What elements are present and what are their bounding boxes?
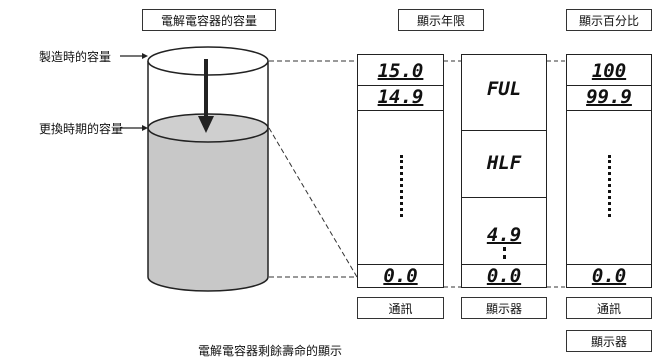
comm-percent-bottom: 0.0 — [591, 265, 627, 287]
display-full: FUL — [486, 78, 522, 100]
replacement-label: 更換時期的容量 — [39, 122, 124, 136]
comm-footer-text: 通訊 — [388, 301, 413, 316]
capacity-header-text: 電解電容器的容量 — [160, 13, 257, 28]
comm-percent-top: 100 — [591, 60, 627, 82]
ellipsis-dots — [399, 155, 403, 217]
comm-footer: 通訊 — [357, 297, 444, 319]
capacity-header: 電解電容器的容量 — [142, 9, 276, 31]
comm-years-panel: 15.0 14.9 0.0 — [357, 54, 444, 288]
comm-percent-panel: 100 99.9 0.0 — [566, 54, 652, 288]
display-bottom: 0.0 — [486, 265, 522, 287]
display-footer-2: 顯示器 — [566, 330, 652, 352]
display-years-panel: FUL HLF 4.9 0.0 — [461, 54, 547, 288]
manufactured-label: 製造時的容量 — [39, 50, 112, 64]
display-footer: 顯示器 — [461, 297, 547, 319]
display-footer-2-text: 顯示器 — [590, 334, 627, 349]
comm-percent-second: 99.9 — [586, 86, 632, 108]
comm-years-top: 15.0 — [377, 60, 424, 82]
display-footer-text: 顯示器 — [485, 301, 522, 316]
percent-header: 顯示百分比 — [566, 9, 652, 31]
guide-line-mid — [268, 127, 358, 278]
ellipsis-dots — [608, 155, 611, 217]
comm-years-bottom: 0.0 — [383, 265, 418, 287]
comm-footer-2: 通訊 — [566, 297, 652, 319]
cylinder-liquid — [148, 128, 268, 291]
comm-years-second: 14.9 — [377, 86, 424, 108]
life-header-text: 顯示年限 — [416, 13, 465, 28]
comm-footer-2-text: 通訊 — [596, 301, 621, 316]
figure-caption: 電解電容器剩餘壽命的顯示 — [198, 344, 343, 358]
percent-header-text: 顯示百分比 — [578, 13, 639, 28]
display-low: 4.9 — [486, 224, 522, 246]
display-half: HLF — [486, 152, 522, 174]
ellipsis-dots — [503, 247, 506, 259]
life-header: 顯示年限 — [398, 9, 484, 31]
